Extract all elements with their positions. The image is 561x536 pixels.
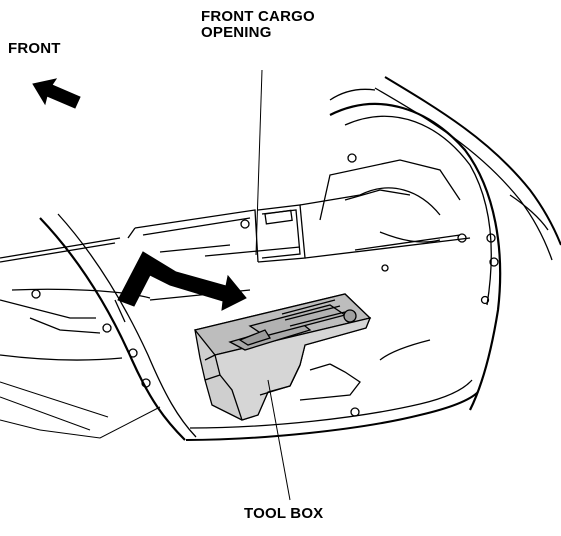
front-direction-arrow-icon xyxy=(32,78,81,109)
tool-box-leader-line xyxy=(267,379,291,501)
tool-box xyxy=(193,293,372,421)
front-label: FRONT xyxy=(8,40,61,57)
front-cargo-opening-label-line1: FRONT CARGO xyxy=(201,8,315,25)
cargo-opening-leader-line xyxy=(255,69,263,256)
installation-arrow-icon xyxy=(117,251,247,311)
cargo-floor-outline xyxy=(0,76,561,441)
tool-box-label: TOOL BOX xyxy=(244,505,324,522)
front-cargo-opening-label-line2: OPENING xyxy=(201,24,272,41)
